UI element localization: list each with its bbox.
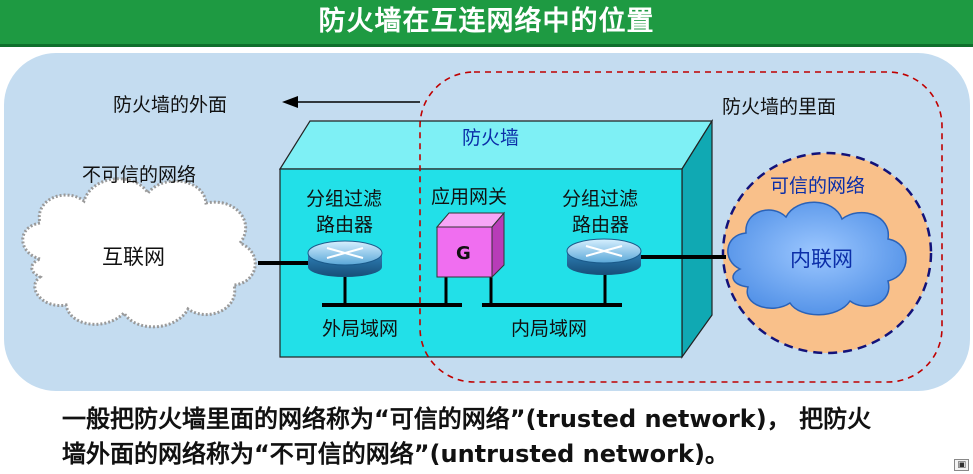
outside-label: 防火墙的外面	[113, 94, 228, 116]
intranet-label: 内联网	[790, 247, 853, 271]
outer-lan-label: 外局域网	[322, 318, 399, 340]
corner-mark: ▣	[954, 459, 969, 471]
gateway-box	[435, 211, 506, 279]
untrusted-label: 不可信的网络	[82, 164, 197, 186]
inner-lan-label: 内局域网	[511, 318, 588, 340]
inside-label: 防火墙的里面	[722, 96, 837, 118]
caption-line-1: 一般把防火墙里面的网络称为“可信的网络”(trusted network)， 把…	[62, 405, 872, 433]
gateway-letter: G	[456, 243, 471, 264]
app-gateway-label: 应用网关	[431, 186, 508, 208]
page-title: 防火墙在互连网络中的位置	[318, 6, 655, 37]
trusted-label: 可信的网络	[770, 175, 866, 197]
inside-region	[419, 71, 943, 383]
caption-line-2: 墙外面的网络称为“不可信的网络”(untrusted network)。	[62, 440, 729, 468]
packet-filter-right-line1: 分组过滤	[562, 188, 639, 210]
firewall-label: 防火墙	[462, 127, 520, 149]
cloud-icon	[727, 201, 907, 316]
arrow-left-icon	[282, 96, 420, 108]
router-icon	[307, 240, 383, 277]
router-icon	[566, 238, 642, 275]
diagram-canvas	[4, 53, 970, 391]
title-bar: 防火墙在互连网络中的位置	[0, 0, 973, 47]
cloud-icon	[21, 177, 257, 329]
caption: 一般把防火墙里面的网络称为“可信的网络”(trusted network)， 把…	[62, 402, 942, 472]
packet-filter-right-line2: 路由器	[572, 214, 630, 236]
diagram: 防火墙的外面 防火墙的里面 防火墙 不可信的网络 互联网 分组过滤 路由器 应用…	[0, 47, 973, 397]
packet-filter-left-line2: 路由器	[316, 214, 374, 236]
internet-label: 互联网	[102, 245, 165, 269]
packet-filter-left-line1: 分组过滤	[306, 188, 383, 210]
